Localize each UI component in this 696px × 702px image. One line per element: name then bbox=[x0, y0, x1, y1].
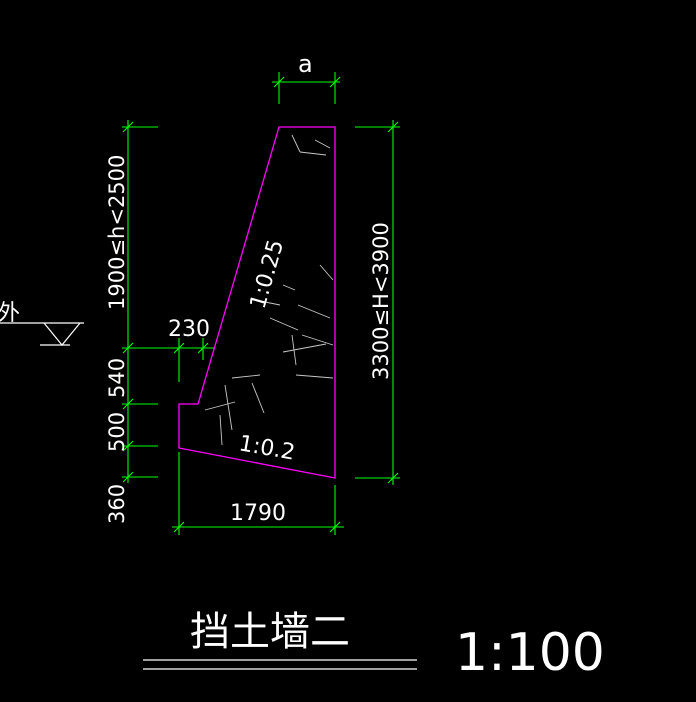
dim-toe-height: 500 bbox=[105, 412, 129, 452]
side-label: 外 bbox=[0, 301, 20, 326]
ground-symbol bbox=[0, 322, 84, 346]
dim-top-width: a bbox=[298, 50, 313, 78]
title-underline bbox=[143, 659, 417, 670]
wall-outline bbox=[178, 126, 336, 479]
dim-base-width: 1790 bbox=[230, 501, 286, 526]
dim-left-height: 1900≤h<2500 bbox=[105, 155, 129, 310]
drawing-scale: 1:100 bbox=[455, 623, 605, 683]
dim-heel-drop: 360 bbox=[105, 484, 129, 524]
dimension-lines bbox=[122, 72, 400, 535]
drawing-title: 挡土墙二 bbox=[190, 609, 350, 655]
dim-toe-projection: 230 bbox=[168, 317, 210, 342]
dim-right-height: 3300≤H<3900 bbox=[369, 222, 393, 380]
wall-hatch bbox=[204, 134, 334, 446]
slope-front: 1:0.25 bbox=[246, 237, 289, 312]
dim-toe-depth: 540 bbox=[105, 358, 129, 398]
